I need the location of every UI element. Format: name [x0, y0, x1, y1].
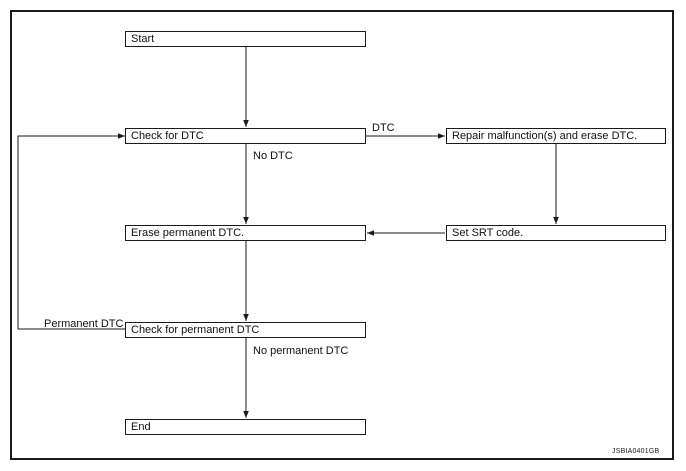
repair-step: Repair malfunction(s) and erase DTC.: [446, 128, 666, 144]
check-permanent-step: Check for permanent DTC: [125, 322, 366, 338]
check-dtc-step: Check for DTC: [125, 128, 366, 144]
start-step: Start: [125, 31, 366, 47]
end-step: End: [125, 419, 366, 435]
diagram-frame: [10, 10, 674, 460]
figure-code: JSBIA0401GB: [612, 448, 660, 455]
permanent-dtc-branch-label: Permanent DTC: [44, 318, 124, 330]
arrow-permanent-dtc-loop: [17, 133, 126, 330]
set-srt-step: Set SRT code.: [446, 225, 666, 241]
dtc-branch-label: DTC: [372, 122, 395, 134]
no-dtc-branch-label: No DTC: [253, 150, 293, 162]
no-permanent-dtc-branch-label: No permanent DTC: [253, 345, 349, 357]
erase-permanent-step: Erase permanent DTC.: [125, 225, 366, 241]
